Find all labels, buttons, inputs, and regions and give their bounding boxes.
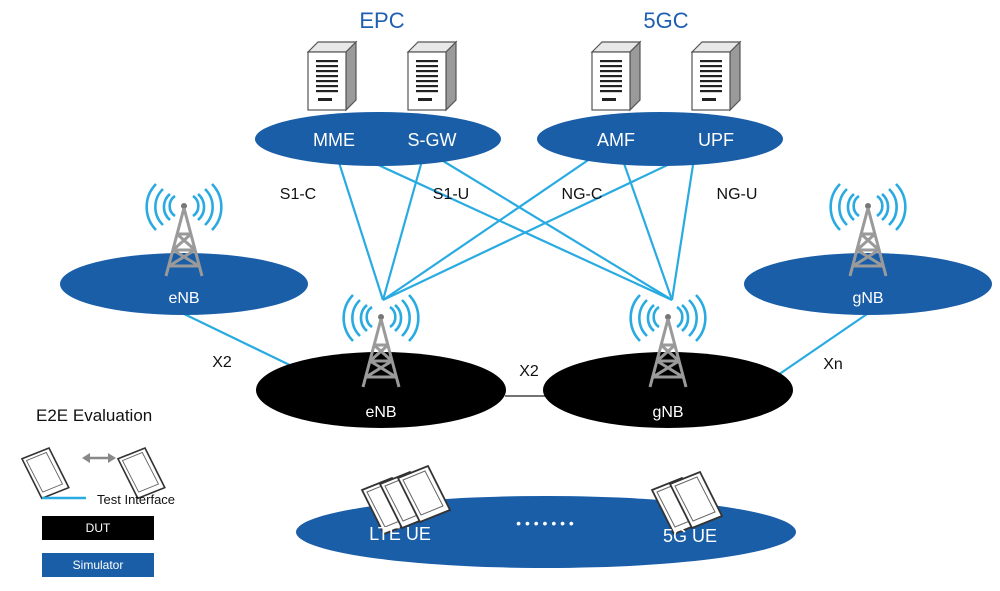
enb-dut-label: eNB — [365, 404, 396, 421]
xn-label: Xn — [823, 356, 843, 373]
ngu-label: NG-U — [717, 186, 758, 203]
gnb-dut-label: gNB — [652, 404, 683, 421]
epc-ellipse — [255, 112, 501, 166]
server-icon — [691, 41, 741, 111]
s1u-label: S1-U — [433, 186, 469, 203]
dut-swatch — [42, 516, 154, 540]
link-sgw-gnb — [424, 149, 673, 301]
link-x2-left — [179, 311, 301, 371]
mme-label: MME — [313, 130, 355, 150]
link-upf-gnb — [670, 151, 697, 301]
link-amf-gnb — [618, 151, 674, 301]
link-mme-gnb — [349, 151, 673, 301]
fivegc-ellipse — [537, 112, 783, 166]
lte-ue-label: LTE UE — [369, 524, 431, 544]
5g-ue-label: 5G UE — [663, 526, 717, 546]
link-sgw-enb — [381, 149, 427, 301]
test-interface-links — [179, 149, 871, 376]
dut-label: DUT — [86, 521, 111, 535]
link-xn — [777, 311, 871, 376]
test-interface-label: Test Interface — [97, 492, 175, 507]
phone-icon — [21, 447, 70, 500]
sgw-label: S-GW — [408, 130, 457, 150]
gnb-dut-ellipse — [543, 352, 793, 428]
ngc-label: NG-C — [562, 186, 603, 203]
enb-dut-ellipse — [256, 352, 506, 428]
enb-simulator-label: eNB — [168, 290, 199, 307]
server-icon — [307, 41, 357, 111]
phone-icon — [117, 447, 166, 500]
amf-label: AMF — [597, 130, 635, 150]
epc-title: EPC — [359, 8, 404, 33]
simulator-label: Simulator — [73, 558, 124, 572]
gnb-simulator-label: gNB — [852, 290, 883, 307]
enb-simulator-ellipse — [60, 253, 308, 315]
upf-label: UPF — [698, 130, 734, 150]
legend-title: E2E Evaluation — [36, 406, 152, 425]
fivegc-title: 5GC — [643, 8, 688, 33]
ue-dots: • • • • • • • — [516, 515, 574, 531]
server-icon — [407, 41, 457, 111]
server-icon — [591, 41, 641, 111]
link-mme-enb — [333, 149, 385, 301]
gnb-simulator-ellipse — [744, 253, 992, 315]
simulator-swatch — [42, 553, 154, 577]
x2-left-label: X2 — [212, 354, 232, 371]
x2-center-label: X2 — [519, 363, 539, 380]
link-upf-enb — [382, 151, 696, 301]
s1c-label: S1-C — [280, 186, 316, 203]
link-amf-enb — [382, 151, 601, 301]
legend: E2E Evaluation Test Interface DUT Simula… — [21, 406, 175, 577]
